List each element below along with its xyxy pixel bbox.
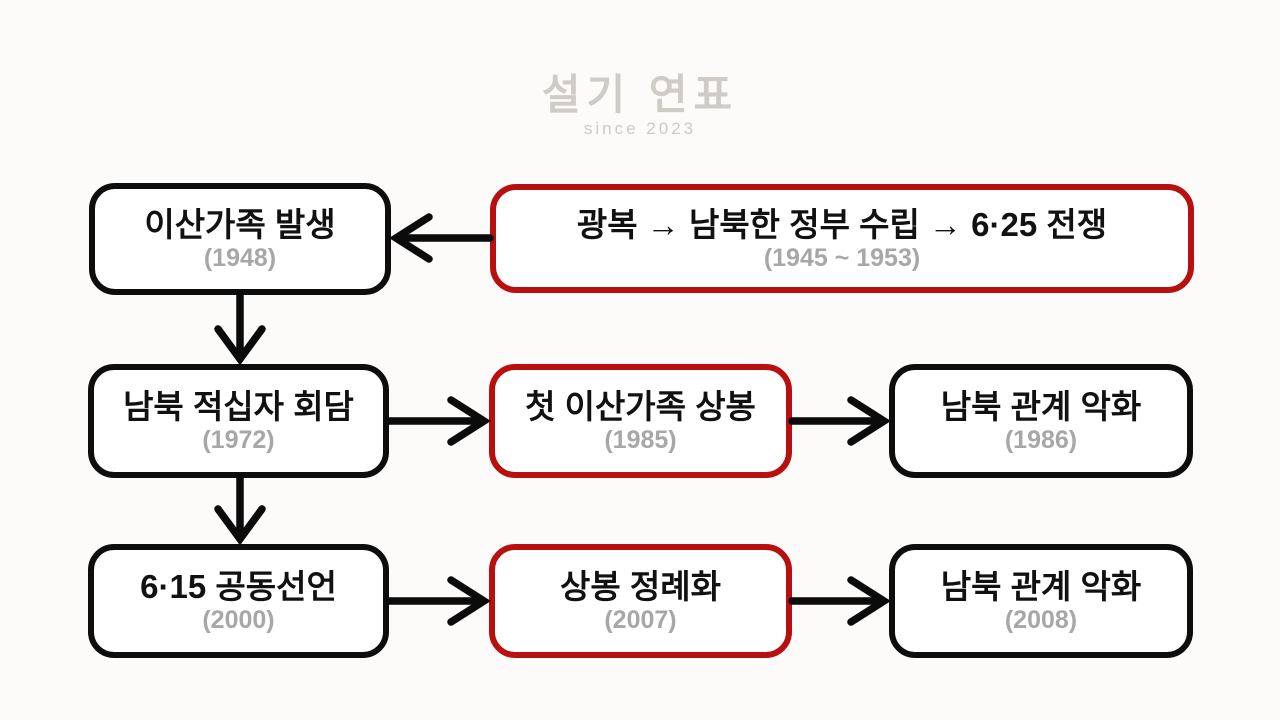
event-year: (2000) xyxy=(202,606,275,635)
watermark: 설기 연표 since 2023 xyxy=(0,74,1280,139)
event-year: (1986) xyxy=(1004,426,1078,455)
event-box-redcross-talks: 남북 적십자 회담 (1972) xyxy=(88,364,389,478)
event-label: 첫 이산가족 상봉 xyxy=(525,388,756,426)
event-label: 이산가족 발생 xyxy=(144,206,336,244)
event-year: (2008) xyxy=(1004,606,1078,635)
arrow-right-icon xyxy=(788,396,891,446)
event-label: 남북 관계 악화 xyxy=(940,568,1142,606)
event-year: (1972) xyxy=(202,426,275,455)
event-box-first-family-reunion: 첫 이산가족 상봉 (1985) xyxy=(489,364,792,478)
arrow-down-icon xyxy=(214,474,266,546)
event-box-relations-worsen-2008: 남북 관계 악화 (2008) xyxy=(889,544,1193,658)
event-box-separated-families-occur: 이산가족 발생 (1948) xyxy=(89,183,391,295)
event-box-regular-reunions: 상봉 정례화 (2007) xyxy=(489,544,792,658)
event-year: (1985) xyxy=(604,426,677,455)
arrow-left-icon xyxy=(389,213,494,263)
event-year: (1945 ~ 1953) xyxy=(763,243,921,272)
event-label: 상봉 정례화 xyxy=(560,568,721,606)
arrow-right-icon xyxy=(788,576,891,626)
event-label: 남북 적십자 회담 xyxy=(123,388,354,426)
event-label: 6·15 공동선언 xyxy=(140,568,337,606)
arrow-down-icon xyxy=(214,291,266,366)
event-box-liberation-to-war: 광복 → 남북한 정부 수립 → 6·25 전쟁 (1945 ~ 1953) xyxy=(490,184,1194,293)
arrow-right-icon xyxy=(385,396,491,446)
event-box-relations-worsen-1986: 남북 관계 악화 (1986) xyxy=(889,364,1193,478)
event-label: 광복 → 남북한 정부 수립 → 6·25 전쟁 xyxy=(576,205,1108,243)
arrow-right-icon xyxy=(385,576,491,626)
event-year: (1948) xyxy=(203,244,277,273)
event-box-june15-joint-declaration: 6·15 공동선언 (2000) xyxy=(88,544,389,658)
watermark-title: 설기 연표 xyxy=(541,71,739,118)
event-label: 남북 관계 악화 xyxy=(940,388,1142,426)
watermark-subtitle: since 2023 xyxy=(583,119,697,138)
event-year: (2007) xyxy=(604,606,677,635)
